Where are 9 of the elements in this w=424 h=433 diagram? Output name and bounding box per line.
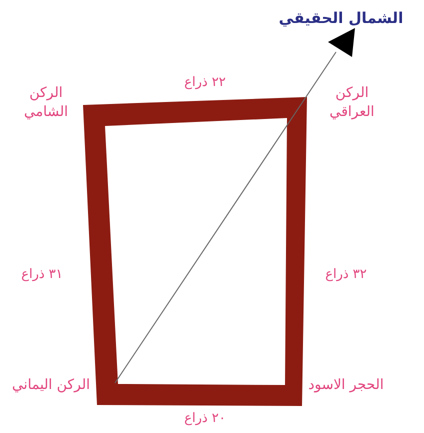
dimension-label: ٢٢ ذراع [183, 74, 227, 92]
corner-label: الركن اليماني [11, 376, 91, 395]
corner-label: الحجر الاسود [307, 376, 385, 395]
dimension-label: ٣٢ ذراع [324, 266, 368, 284]
dimension-label: ٣١ ذراع [20, 266, 64, 284]
corner-label: الركن العراقي [328, 84, 376, 122]
dimension-label: ٢٠ ذراع [183, 410, 227, 428]
direction-label: الشمال الحقيقي [278, 8, 404, 28]
corner-label: الركن الشامي [22, 84, 70, 122]
